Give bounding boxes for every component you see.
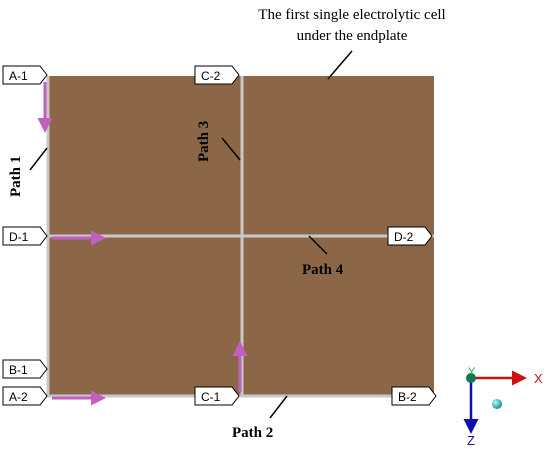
point-label-d1: D-1 [9,230,29,244]
point-label-b2: B-2 [398,390,417,404]
x-axis-label: X [534,371,543,386]
point-tag-c1: C-1 [194,386,240,406]
origin-dot [466,373,476,383]
point-label-c2: C-2 [201,69,221,83]
point-label-a1: A-1 [9,69,28,83]
path-4-label: Path 4 [302,262,344,278]
path-2-label: Path 2 [232,425,273,441]
point-tag-d2: D-2 [387,226,433,246]
axis-triad: X Y Z [463,366,543,448]
point-tag-a2: A-2 [2,386,48,406]
point-label-b1: B-1 [9,363,28,377]
path-1-label: Path 1 [8,156,24,197]
y-axis-label: Y [468,366,476,378]
caption-leader [327,50,353,80]
caption-line-2: under the endplate [297,28,408,44]
point-tag-d1: D-1 [2,226,48,246]
point-tag-a1: A-1 [2,65,48,85]
path-4-leader [308,235,328,255]
path-3-label: Path 3 [196,121,212,162]
z-axis-label: Z [467,433,475,448]
path-1-leader [29,147,48,171]
sphere-icon [492,399,502,409]
path-2-leader [269,395,288,419]
caption-line-1: The first single electrolytic cell [258,7,445,23]
path-3-leader [221,137,241,161]
point-tag-b2: B-2 [391,386,437,406]
point-label-c1: C-1 [201,390,221,404]
point-tag-b1: B-1 [2,359,48,379]
point-label-a2: A-2 [9,390,28,404]
point-label-d2: D-2 [394,230,414,244]
point-tag-c2: C-2 [194,65,240,85]
